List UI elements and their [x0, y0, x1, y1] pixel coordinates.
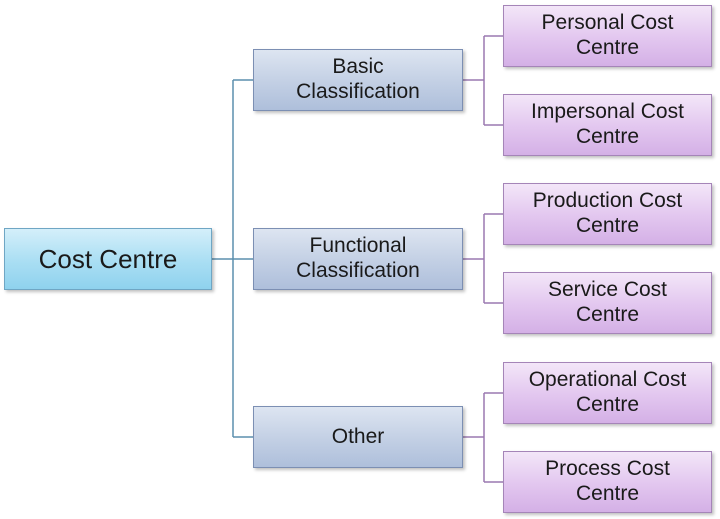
leaf-node-label: Production Cost Centre — [532, 189, 683, 237]
root-node-cost-centre: Cost Centre — [4, 228, 212, 290]
branch-node-basic-classification: Basic Classification — [253, 49, 463, 111]
leaf-node-label: Personal Cost Centre — [541, 11, 674, 59]
leaf-node-service-cost-centre: Service Cost Centre — [503, 272, 712, 334]
leaf-node-process-cost-centre: Process Cost Centre — [503, 451, 712, 513]
leaf-node-personal-cost-centre: Personal Cost Centre — [503, 5, 712, 67]
leaf-node-impersonal-cost-centre: Impersonal Cost Centre — [503, 94, 712, 156]
leaf-node-production-cost-centre: Production Cost Centre — [503, 183, 712, 245]
branch-node-functional-classification: Functional Classification — [253, 228, 463, 290]
branch-node-label: Basic Classification — [296, 55, 420, 103]
branch-node-other: Other — [253, 406, 463, 468]
root-node-label: Cost Centre — [38, 243, 178, 274]
leaf-node-label: Process Cost Centre — [545, 457, 670, 505]
leaf-node-label: Impersonal Cost Centre — [531, 100, 684, 148]
leaf-node-label: Service Cost Centre — [547, 278, 668, 326]
branch-node-label: Other — [331, 424, 385, 448]
leaf-node-operational-cost-centre: Operational Cost Centre — [503, 362, 712, 424]
branch-node-label: Functional Classification — [296, 234, 420, 282]
leaf-node-label: Operational Cost Centre — [528, 368, 687, 416]
